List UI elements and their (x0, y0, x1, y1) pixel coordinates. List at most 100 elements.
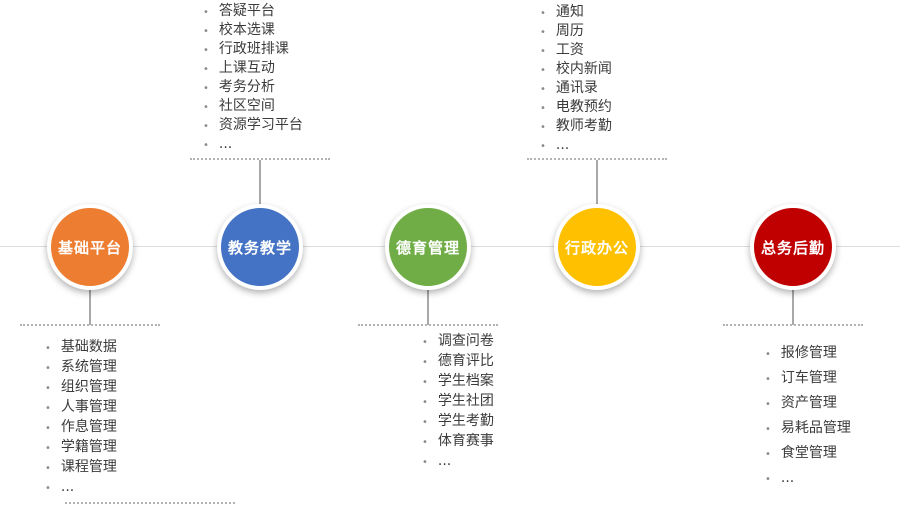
module-label: 行政办公 (564, 238, 629, 257)
list-item: • 人事管理 (45, 397, 117, 417)
list-item: • 校内新闻 (540, 60, 612, 79)
bullet-icon: • (203, 83, 209, 94)
list-item-label: 上课互动 (218, 60, 275, 76)
list-item: •学籍管理 (45, 437, 117, 457)
dotted-connector-line (527, 158, 667, 160)
bullet-icon: • (422, 397, 428, 408)
list-item: • 作息管理 (45, 417, 117, 437)
list-item-label: 社区空间 (218, 98, 275, 114)
list-item: • 系统管理 (45, 357, 117, 377)
list-item-label: ... (60, 479, 75, 495)
list-item-label: 校内新闻 (555, 61, 612, 77)
module-feature-list: •通知•周历•工资•校内新闻•通讯录•电教预约•教师考勤•... (540, 3, 612, 155)
list-item-label: 周历 (555, 23, 584, 39)
vertical-connector-line (596, 160, 598, 205)
list-item-label: 学生社团 (437, 393, 494, 409)
dotted-connector-line (723, 324, 863, 326)
module-label: 基础平台 (57, 238, 122, 257)
list-item: • 通讯录 (540, 79, 612, 98)
list-item-label: 资源学习平台 (218, 117, 303, 133)
bullet-icon: • (45, 403, 51, 414)
dotted-connector-line (358, 324, 498, 326)
list-item-label: ... (555, 137, 570, 153)
list-item-label: 电教预约 (555, 99, 612, 115)
list-item-label: 易耗品管理 (780, 420, 851, 436)
bullet-icon: • (540, 122, 546, 133)
list-item: •考务分析 (203, 78, 303, 97)
bullet-icon: • (45, 383, 51, 394)
list-item-label: 教师考勤 (555, 118, 612, 134)
list-item-label: 课程管理 (60, 459, 117, 475)
bullet-icon: • (540, 27, 546, 38)
bullet-icon: • (540, 84, 546, 95)
list-item: • 资源学习平台 (203, 116, 303, 135)
list-item-label: 行政班排课 (218, 41, 289, 57)
list-item: • 体育赛事 (422, 431, 494, 451)
dotted-connector-line (20, 324, 160, 326)
bullet-icon: • (422, 337, 428, 348)
list-item: •校本选课 (203, 21, 303, 40)
bullet-icon: • (422, 437, 428, 448)
list-item-label: ... (218, 136, 233, 152)
list-item: •... (765, 466, 851, 491)
list-item: • 上课互动 (203, 59, 303, 78)
list-item: •学生考勤 (422, 411, 494, 431)
list-item-label: 通讯录 (555, 80, 598, 96)
partial-dotted-line (65, 502, 235, 504)
list-item: • 社区空间 (203, 97, 303, 116)
list-item-label: 资产管理 (780, 395, 837, 411)
list-item-label: 食堂管理 (780, 445, 837, 461)
list-item: • 教师考勤 (540, 117, 612, 136)
bullet-icon: • (540, 65, 546, 76)
module-circle-admin-office: 行政办公 (554, 204, 640, 290)
bullet-icon: • (765, 399, 771, 410)
list-item: •德育评比 (422, 351, 494, 371)
bullet-icon: • (765, 449, 771, 460)
list-item-label: 人事管理 (60, 399, 117, 415)
list-item: •... (540, 136, 612, 155)
bullet-icon: • (203, 45, 209, 56)
list-item-label: 答疑平台 (218, 3, 275, 19)
list-item-label: 基础数据 (60, 339, 117, 355)
list-item-label: ... (437, 453, 452, 469)
bullet-icon: • (540, 46, 546, 57)
bullet-icon: • (540, 8, 546, 19)
module-feature-list: •基础数据•系统管理•组织管理•人事管理•作息管理•学籍管理•课程管理•... (45, 337, 117, 497)
module-label: 总务后勤 (760, 238, 825, 257)
list-item-label: 作息管理 (60, 419, 117, 435)
module-circle-academic-teaching: 教务教学 (217, 204, 303, 290)
list-item: •组织管理 (45, 377, 117, 397)
list-item: • 周历 (540, 22, 612, 41)
vertical-connector-line (259, 160, 261, 205)
list-item: • 电教预约 (540, 98, 612, 117)
list-item: • 食堂管理 (765, 441, 851, 466)
list-item-label: 学生档案 (437, 373, 494, 389)
vertical-connector-line (427, 288, 429, 325)
list-item: • 资产管理 (765, 391, 851, 416)
list-item-label: 系统管理 (60, 359, 117, 375)
list-item-label: 体育赛事 (437, 433, 494, 449)
bullet-icon: • (203, 64, 209, 75)
list-item: • 学生社团 (422, 391, 494, 411)
bullet-icon: • (203, 102, 209, 113)
bullet-icon: • (45, 483, 51, 494)
list-item: • 通知 (540, 3, 612, 22)
module-circle-general-logistics: 总务后勤 (750, 204, 836, 290)
list-item-label: 校本选课 (218, 22, 275, 38)
bullet-icon: • (765, 374, 771, 385)
module-feature-list: •调查问卷•德育评比•学生档案•学生社团•学生考勤•体育赛事•... (422, 331, 494, 471)
bullet-icon: • (540, 103, 546, 114)
list-item: •学生档案 (422, 371, 494, 391)
bullet-icon: • (45, 423, 51, 434)
list-item-label: 报修管理 (780, 345, 837, 361)
list-item-label: 德育评比 (437, 353, 494, 369)
list-item-label: 通知 (555, 4, 584, 20)
list-item: •... (203, 135, 303, 154)
list-item: •工资 (540, 41, 612, 60)
bullet-icon: • (203, 121, 209, 132)
bullet-icon: • (45, 363, 51, 374)
list-item: •课程管理 (45, 457, 117, 477)
bullet-icon: • (765, 349, 771, 360)
bullet-icon: • (765, 424, 771, 435)
